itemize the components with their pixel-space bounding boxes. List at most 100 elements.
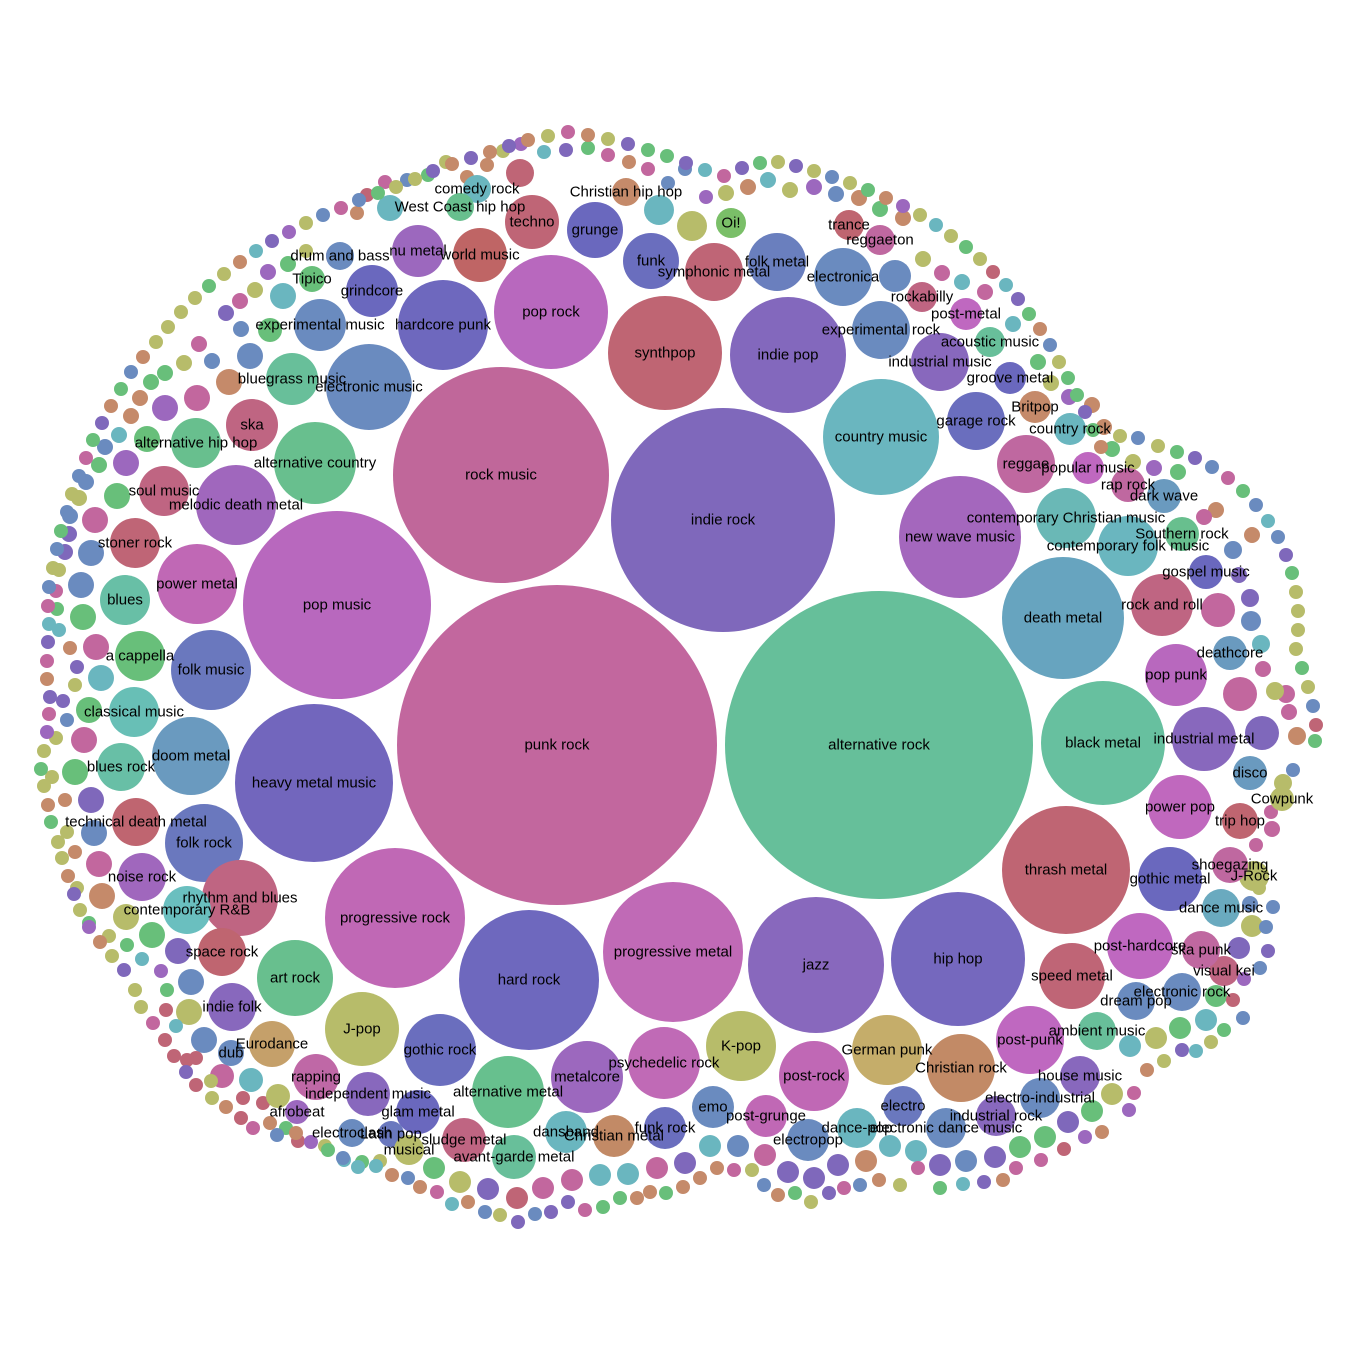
bubble-k-pop[interactable]: [706, 1011, 776, 1081]
bubble-garage-rock[interactable]: [947, 392, 1005, 450]
bubble-space-rock[interactable]: [198, 928, 246, 976]
bubble-new-wave-music[interactable]: [899, 476, 1021, 598]
bubble-hip-hop[interactable]: [891, 892, 1025, 1026]
bubble-industrial-metal[interactable]: [1172, 707, 1236, 771]
bubble-independent-music[interactable]: [346, 1072, 390, 1116]
bubble-post-rock[interactable]: [779, 1041, 849, 1111]
bubble-emo[interactable]: [692, 1086, 734, 1128]
bubble-folk-rock[interactable]: [165, 804, 243, 882]
bubble-dark-wave[interactable]: [1147, 479, 1181, 513]
bubble-electronica[interactable]: [814, 248, 872, 306]
bubble-alternative-hip-hop[interactable]: [171, 418, 221, 468]
bubble-pop-punk[interactable]: [1145, 644, 1207, 706]
bubble-avant-garde-metal[interactable]: [492, 1135, 536, 1179]
bubble-disco[interactable]: [1233, 756, 1267, 790]
bubble-eurodance[interactable]: [249, 1021, 295, 1067]
bubble-musical[interactable]: [394, 1135, 424, 1165]
bubble-rap-rock[interactable]: [1111, 468, 1145, 502]
bubble-rapping[interactable]: [293, 1054, 339, 1100]
bubble-rhythm-and-blues[interactable]: [202, 860, 278, 936]
bubble-reggae[interactable]: [997, 435, 1055, 493]
bubble-britpop[interactable]: [1019, 391, 1051, 423]
bubble-dance-pop[interactable]: [837, 1108, 877, 1148]
bubble-alternative-metal[interactable]: [472, 1056, 544, 1128]
bubble-grunge[interactable]: [567, 202, 623, 258]
bubble-tipico[interactable]: [299, 266, 325, 292]
bubble-trance[interactable]: [834, 210, 864, 240]
bubble-blues-rock[interactable]: [97, 743, 145, 791]
bubble-j-pop[interactable]: [325, 992, 399, 1066]
bubble-christian-hip-hop[interactable]: [612, 178, 640, 206]
bubble-indie-rock[interactable]: [611, 408, 835, 632]
bubble-electroclash[interactable]: [338, 1119, 366, 1147]
bubble-alternative-country[interactable]: [274, 422, 356, 504]
bubble-post-metal[interactable]: [950, 298, 982, 330]
bubble-alternative-rock[interactable]: [725, 591, 1033, 899]
bubble-post-grunge[interactable]: [745, 1095, 787, 1137]
bubble-post-punk[interactable]: [996, 1006, 1064, 1074]
bubble-rockabilly[interactable]: [907, 282, 937, 312]
bubble-dream-pop[interactable]: [1117, 982, 1155, 1020]
bubble-cowpunk[interactable]: [1270, 787, 1294, 811]
bubble-electro[interactable]: [883, 1086, 923, 1126]
bubble-electropop[interactable]: [787, 1119, 829, 1161]
bubble-shoegazing[interactable]: [1212, 847, 1248, 883]
bubble-indie-folk[interactable]: [208, 983, 256, 1031]
bubble-art-rock[interactable]: [257, 940, 333, 1016]
bubble-west-coast-hip-hop[interactable]: [446, 193, 474, 221]
bubble-drum-and-bass[interactable]: [326, 242, 354, 270]
bubble-hardcore-punk[interactable]: [398, 280, 488, 370]
bubble-glam-metal[interactable]: [396, 1090, 440, 1134]
bubble-synthpop[interactable]: [608, 296, 722, 410]
bubble-ska-punk[interactable]: [1182, 931, 1220, 969]
bubble-black-metal[interactable]: [1041, 681, 1165, 805]
bubble-industrial-rock[interactable]: [976, 1096, 1016, 1136]
bubble-electronic-music[interactable]: [326, 344, 412, 430]
bubble-popular-music[interactable]: [1072, 452, 1104, 484]
bubble-german-punk[interactable]: [852, 1015, 922, 1085]
bubble-gothic-rock[interactable]: [404, 1014, 476, 1086]
bubble-death-metal[interactable]: [1002, 557, 1124, 679]
bubble-grindcore[interactable]: [346, 265, 398, 317]
bubble-rock-and-roll[interactable]: [1131, 574, 1193, 636]
bubble-funk[interactable]: [623, 233, 679, 289]
bubble-experimental-rock[interactable]: [852, 301, 910, 359]
bubble-power-pop[interactable]: [1148, 775, 1212, 839]
bubble-contemporary-randb[interactable]: [163, 886, 211, 934]
bubble-deathcore[interactable]: [1213, 636, 1247, 670]
bubble-thrash-metal[interactable]: [1002, 806, 1130, 934]
bubble-bluegrass-music[interactable]: [266, 353, 318, 405]
bubble-folk-metal[interactable]: [748, 233, 806, 291]
bubble-symphonic-metal[interactable]: [685, 243, 743, 301]
bubble-pop-music[interactable]: [243, 511, 431, 699]
bubble-ambient-music[interactable]: [1078, 1012, 1116, 1050]
bubble-reggaeton[interactable]: [865, 225, 895, 255]
bubble-nu-metal[interactable]: [392, 225, 444, 277]
bubble-electronic-rock[interactable]: [1163, 973, 1201, 1011]
bubble-power-metal[interactable]: [157, 544, 237, 624]
bubble-contemporary-christian-music[interactable]: [1036, 488, 1096, 548]
bubble-sludge-metal[interactable]: [442, 1118, 486, 1162]
bubble-post-hardcore[interactable]: [1107, 913, 1173, 979]
bubble-noise-rock[interactable]: [118, 853, 166, 901]
bubble-technical-death-metal[interactable]: [112, 798, 160, 846]
bubble-house-music[interactable]: [1060, 1056, 1100, 1096]
bubble-visual-kei[interactable]: [1209, 956, 1239, 986]
bubble-progressive-rock[interactable]: [325, 848, 465, 988]
bubble-trip-hop[interactable]: [1222, 803, 1258, 839]
bubble-contemporary-folk-music[interactable]: [1098, 516, 1158, 576]
bubble-melodic-death-metal[interactable]: [196, 465, 276, 545]
bubble-speed-metal[interactable]: [1039, 943, 1105, 1009]
bubble-experimental-music[interactable]: [294, 299, 346, 351]
bubble-punk-rock[interactable]: [397, 585, 717, 905]
bubble-gothic-metal[interactable]: [1138, 847, 1202, 911]
bubble-jazz[interactable]: [748, 897, 884, 1033]
bubble-electronic-dance-music[interactable]: [926, 1108, 966, 1148]
bubble-soul-music[interactable]: [139, 466, 189, 516]
bubble-metalcore[interactable]: [551, 1041, 623, 1113]
bubble-pop-rock[interactable]: [494, 255, 608, 369]
bubble-christian-rock[interactable]: [927, 1034, 995, 1102]
bubble-blues[interactable]: [100, 575, 150, 625]
bubble-indie-pop[interactable]: [730, 297, 846, 413]
bubble-southern-rock[interactable]: [1165, 517, 1199, 551]
